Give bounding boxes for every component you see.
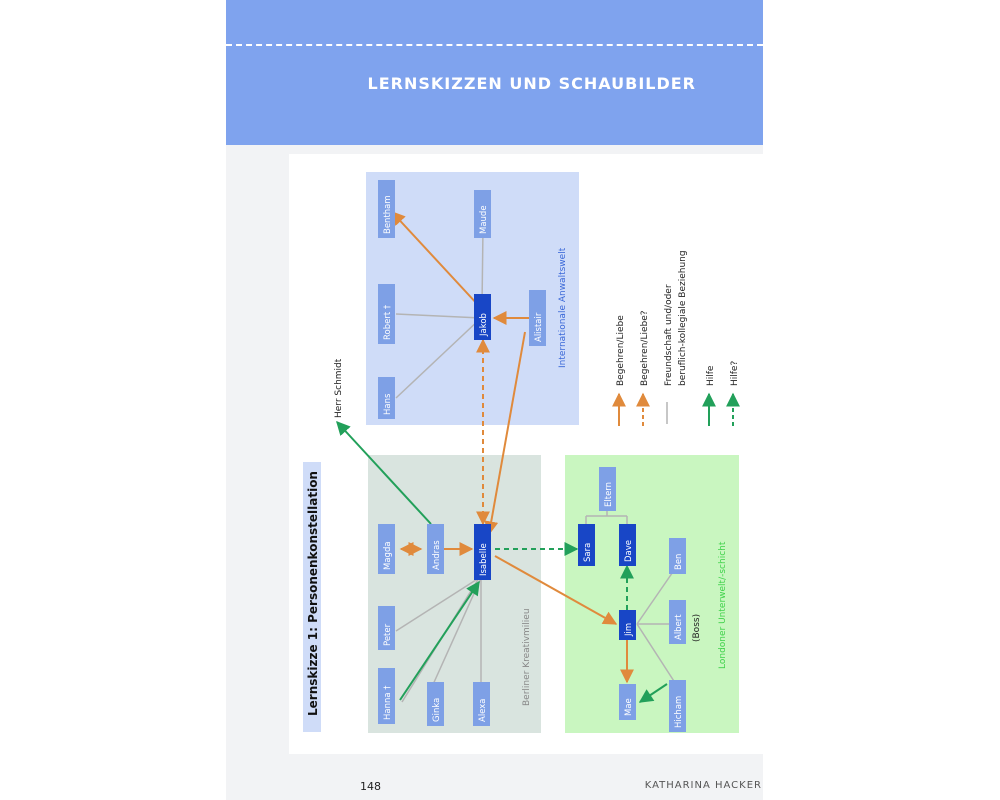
legend-desire-maybe: Begehren/Liebe?	[640, 310, 650, 386]
page-header: LERNSKIZZEN UND SCHAUBILDER	[226, 0, 763, 145]
node-robert: Robert †	[378, 284, 395, 344]
node-albert: Albert	[669, 600, 686, 644]
legend-friendship-1: Freundschaft und/oder	[664, 284, 674, 386]
node-maude: Maude	[474, 190, 491, 238]
svg-text:Alexa: Alexa	[478, 699, 488, 723]
legend-help: Hilfe	[706, 365, 716, 386]
svg-text:Isabelle: Isabelle	[479, 543, 489, 576]
node-jim: Jim	[619, 610, 636, 640]
group-label-london: Londoner Unterwelt/-schicht	[718, 541, 728, 669]
herr-schmidt-label: Herr Schmidt	[334, 358, 344, 418]
node-hicham: Hicham	[669, 680, 686, 732]
node-dave: Dave	[619, 524, 636, 566]
node-eltern: Eltern	[599, 467, 616, 511]
author-name: KATHARINA HACKER	[644, 780, 762, 791]
node-andras: Andras	[427, 524, 444, 574]
node-jakob: Jakob	[474, 294, 491, 340]
svg-text:Ben: Ben	[674, 554, 684, 570]
node-ben: Ben	[669, 538, 686, 574]
node-hanna: Hanna †	[378, 668, 395, 724]
svg-text:Jakob: Jakob	[479, 313, 489, 337]
svg-text:Dave: Dave	[624, 540, 634, 562]
node-isabelle: Isabelle	[474, 524, 491, 580]
group-label-berlin: Berliner Kreativmilieu	[522, 608, 532, 706]
group-label-anwaltswelt: Internationale Anwaltswelt	[558, 247, 568, 368]
legend-desire: Begehren/Liebe	[616, 315, 626, 386]
header-dashed-line	[226, 44, 763, 46]
svg-text:Sara: Sara	[583, 543, 593, 562]
page-header-title: LERNSKIZZEN UND SCHAUBILDER	[367, 74, 696, 93]
figure-title-bar	[303, 462, 321, 732]
svg-text:Hans: Hans	[383, 393, 393, 415]
node-mae: Mae	[619, 684, 636, 720]
node-ginka: Ginka	[427, 682, 444, 726]
help-arrows	[336, 420, 668, 703]
personenkonstellation-figure: Internationale Anwaltswelt Berliner Krea…	[289, 154, 763, 754]
svg-text:Hicham: Hicham	[674, 696, 684, 728]
node-sara: Sara	[578, 524, 595, 566]
node-bentham: Bentham	[378, 180, 395, 238]
constellation-diagram: Internationale Anwaltswelt Berliner Krea…	[303, 172, 740, 733]
svg-text:Robert †: Robert †	[383, 304, 393, 340]
node-alistair: Alistair	[529, 290, 546, 346]
page-number: 148	[360, 780, 381, 793]
svg-text:Hanna †: Hanna †	[383, 685, 393, 720]
desire-arrows	[391, 210, 634, 684]
legend: Begehren/Liebe Begehren/Liebe? Freundsch…	[612, 250, 740, 426]
group-london-area	[565, 455, 739, 733]
node-alexa: Alexa	[473, 682, 490, 726]
svg-text:Eltern: Eltern	[604, 482, 614, 507]
svg-text:Magda: Magda	[383, 541, 393, 570]
svg-text:Ginka: Ginka	[432, 698, 442, 722]
svg-text:Andras: Andras	[432, 540, 442, 570]
svg-text:Jim: Jim	[624, 623, 634, 637]
svg-text:Peter: Peter	[383, 623, 393, 646]
legend-friendship-2: beruflich-kollegiale Beziehung	[678, 250, 688, 386]
svg-text:Albert: Albert	[674, 614, 684, 640]
boss-label: (Boss)	[692, 614, 702, 642]
svg-text:Mae: Mae	[624, 698, 634, 716]
legend-help-maybe: Hilfe?	[730, 361, 740, 386]
svg-text:Maude: Maude	[479, 205, 489, 234]
figure-title: Lernskizze 1: Personenkonstellation	[306, 471, 320, 716]
node-magda: Magda	[378, 524, 395, 574]
node-hans: Hans	[378, 377, 395, 419]
node-peter: Peter	[378, 606, 395, 650]
svg-text:Alistair: Alistair	[534, 312, 544, 342]
svg-text:Bentham: Bentham	[383, 195, 393, 234]
